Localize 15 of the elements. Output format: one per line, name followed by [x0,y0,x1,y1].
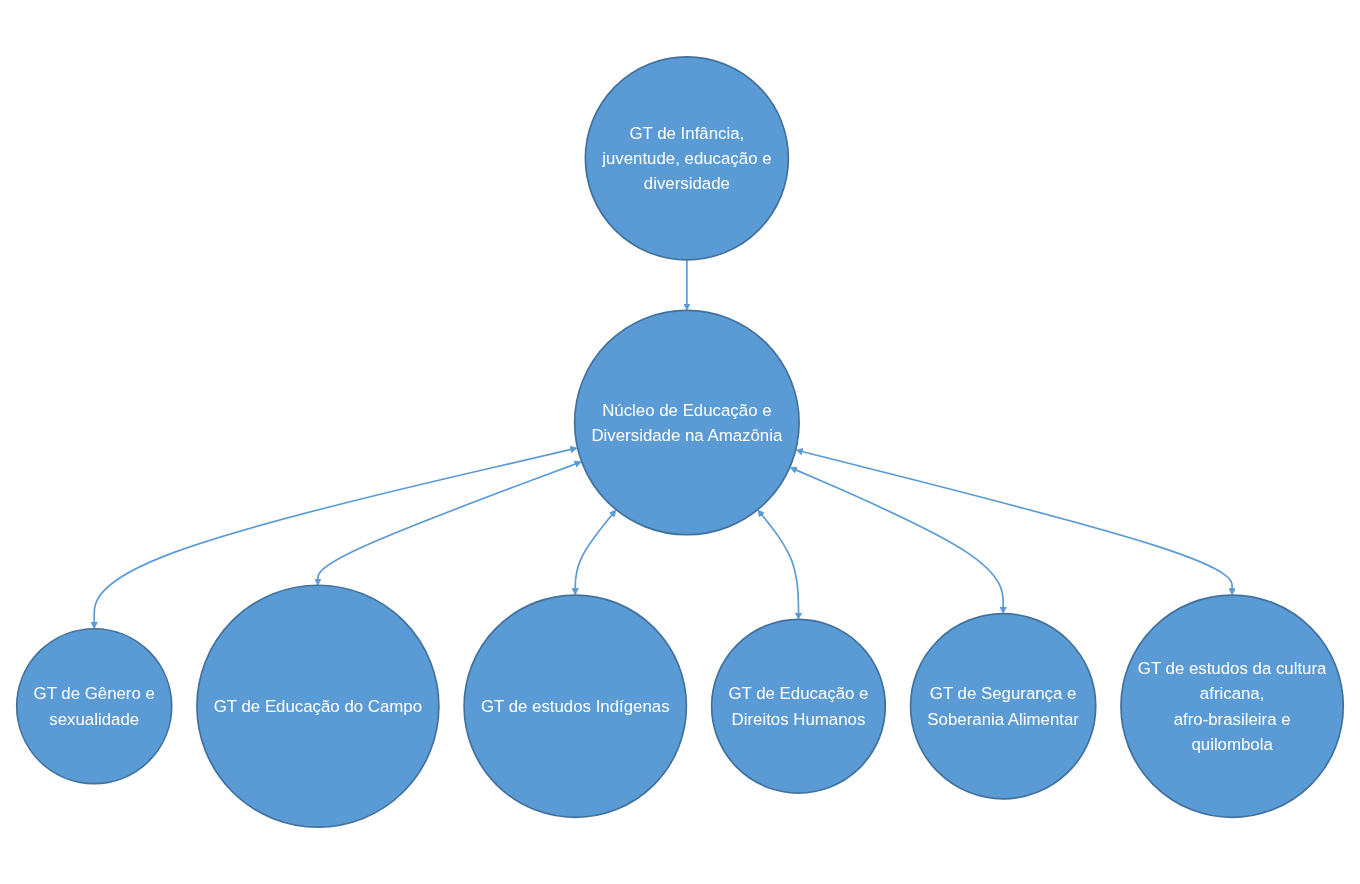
node-circle: Núcleo de Educação e Diversidade na Amazônia [573,309,800,536]
node-circle: GT de estudos da cultura africana, afro-brasileira e quilombola [1120,594,1345,819]
arrow [757,509,803,620]
node-circle: GT de Segurança e Soberania Alimentar [909,612,1097,800]
node-circle: GT de Educação e Direitos Humanos [710,618,887,794]
node-circle: GT de Educação do Campo [196,584,440,828]
arrow [90,445,578,630]
arrow [683,259,691,311]
node-circle: GT de estudos Indígenas [463,594,688,819]
arrow [789,466,1007,614]
node-circle: GT de Gênero e sexualidade [15,627,173,785]
arrow [314,460,582,586]
arrow [795,448,1236,596]
node-circle: GT de Infância, juventude, educação e diversidade [584,56,790,261]
arrow [571,509,617,596]
